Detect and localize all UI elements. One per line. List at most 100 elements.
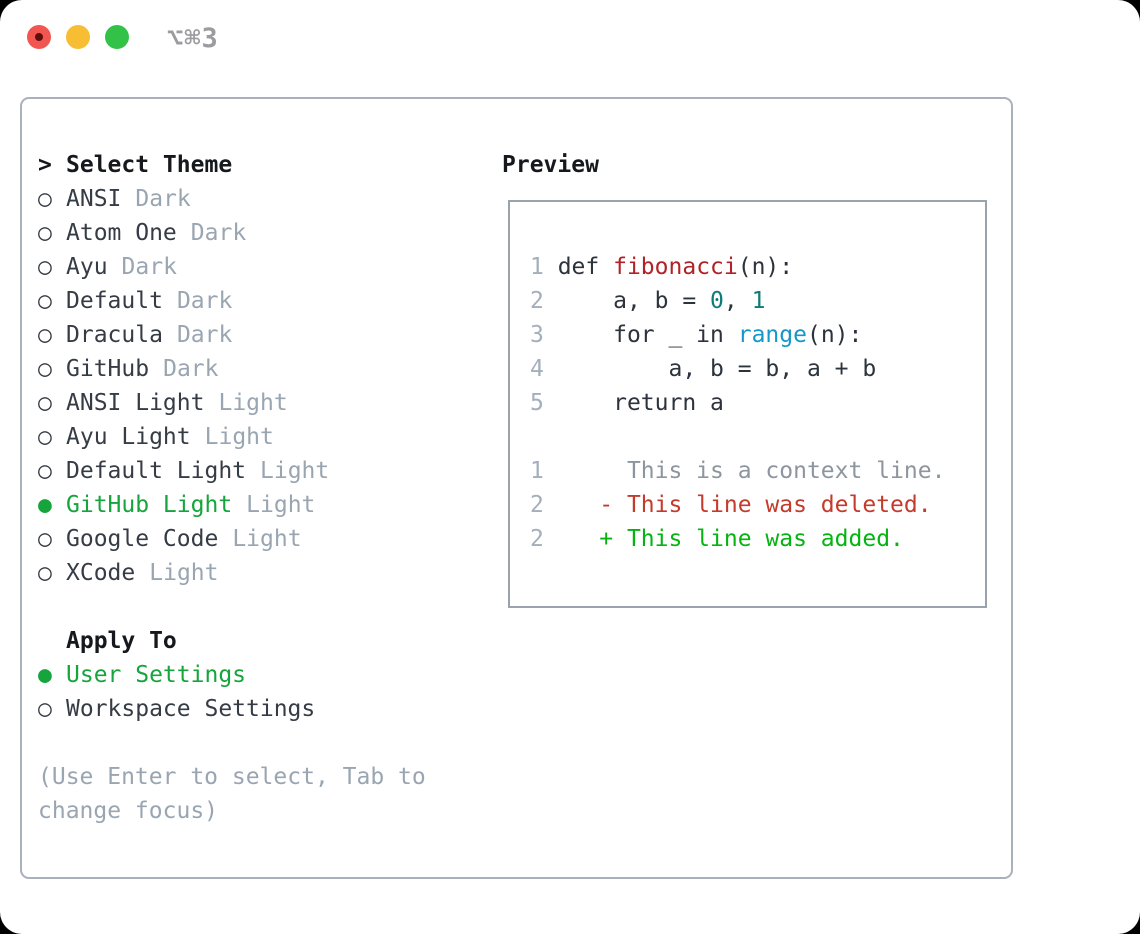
diff-context-text: This is a context line. [543, 458, 946, 484]
cursor-caret-icon: > [38, 152, 52, 178]
diff-context-line: 1 This is a context line. [530, 454, 985, 488]
theme-name: Atom One [66, 220, 177, 246]
radio-icon: ○ [38, 424, 52, 450]
radio-icon: ○ [38, 560, 52, 586]
number-token: 0 [710, 288, 724, 314]
theme-option-github-dark[interactable]: ○ GitHub Dark [38, 352, 502, 386]
theme-name: Dracula [66, 322, 163, 348]
theme-option-ayu-dark[interactable]: ○ Ayu Dark [38, 250, 502, 284]
code-line: 4 a, b = b, a + b [530, 352, 985, 386]
theme-option-dracula-dark[interactable]: ○ Dracula Dark [38, 318, 502, 352]
line-number: 2 [530, 288, 544, 314]
radio-icon: ○ [38, 220, 52, 246]
theme-variant: Light [260, 458, 330, 484]
theme-variant: Dark [163, 356, 219, 382]
radio-icon: ○ [38, 322, 52, 348]
diff-added-text: + This line was added. [543, 526, 904, 552]
line-number: 1 [530, 458, 544, 484]
preview-header: Preview [502, 152, 599, 178]
help-text-line-2: change focus) [38, 798, 219, 824]
theme-variant: Dark [190, 220, 247, 246]
theme-name: GitHub Light [66, 492, 233, 518]
code-line: 2 a, b = 0, 1 [530, 284, 985, 318]
radio-icon: ○ [38, 390, 52, 416]
line-number: 4 [530, 356, 544, 382]
radio-icon: ○ [38, 254, 52, 280]
radio-icon: ○ [38, 288, 52, 314]
code-token: def [543, 254, 614, 280]
theme-variant: Light [204, 424, 274, 450]
theme-option-ansi-dark[interactable]: ○ ANSI Dark [38, 182, 502, 216]
theme-variant: Dark [121, 254, 177, 280]
apply-option-label: Workspace Settings [66, 696, 316, 722]
radio-selected-icon: ● [38, 492, 52, 518]
theme-option-atom-one-dark[interactable]: ○ Atom One Dark [38, 216, 502, 250]
number-token: 1 [751, 288, 766, 314]
spacer [38, 590, 502, 624]
apply-option-user-settings[interactable]: ● User Settings [38, 658, 502, 692]
theme-name: Default [66, 288, 163, 314]
line-number: 2 [530, 492, 544, 518]
theme-option-xcode[interactable]: ○ XCode Light [38, 556, 502, 590]
radio-icon: ○ [38, 356, 52, 382]
radio-selected-icon: ● [38, 662, 52, 688]
theme-name: Ayu Light [66, 424, 191, 450]
theme-option-github-light[interactable]: ● GitHub Light Light [38, 488, 502, 522]
preview-column: Preview 1 def fibonacci(n): 2 a, b = 0, … [502, 148, 1011, 877]
builtin-token: range [737, 322, 807, 348]
code-line: 3 for _ in range(n): [530, 318, 985, 352]
apply-option-label: User Settings [66, 662, 247, 688]
theme-variant: Dark [135, 186, 191, 212]
theme-option-ansi-light[interactable]: ○ ANSI Light Light [38, 386, 502, 420]
help-text-line-1: (Use Enter to select, Tab to [38, 764, 426, 790]
theme-name: ANSI [66, 186, 122, 212]
zoom-button[interactable] [105, 25, 129, 49]
line-number: 2 [530, 526, 544, 552]
close-button[interactable] [27, 25, 51, 49]
theme-option-default-dark[interactable]: ○ Default Dark [38, 284, 502, 318]
theme-variant: Dark [176, 322, 233, 348]
code-token: (n): [737, 254, 794, 280]
blank-code-line [530, 420, 985, 454]
apply-to-header: Apply To [66, 628, 177, 654]
theme-option-default-light[interactable]: ○ Default Light Light [38, 454, 502, 488]
radio-icon: ○ [38, 526, 52, 552]
theme-variant: Light [246, 492, 316, 518]
function-name-token: fibonacci [613, 254, 738, 280]
line-number: 5 [530, 390, 544, 416]
diff-deleted-text: - This line was deleted. [543, 492, 932, 518]
theme-variant: Light [149, 560, 219, 586]
code-line: 5 return a [530, 386, 985, 420]
minimize-button[interactable] [66, 25, 90, 49]
theme-name: Default Light [66, 458, 247, 484]
theme-variant: Dark [176, 288, 233, 314]
code-token: a, b = [543, 288, 711, 314]
theme-name: GitHub [66, 356, 150, 382]
theme-name: Ayu [66, 254, 108, 280]
code-token: for _ in [543, 322, 738, 348]
theme-name: XCode [66, 560, 136, 586]
line-number: 3 [530, 322, 544, 348]
select-theme-label: Select Theme [66, 152, 233, 178]
code-token: , [723, 288, 752, 314]
titlebar: ⌥⌘3 [0, 0, 1140, 75]
theme-name: ANSI Light [66, 390, 205, 416]
radio-icon: ○ [38, 696, 52, 722]
radio-icon: ○ [38, 458, 52, 484]
apply-option-workspace-settings[interactable]: ○ Workspace Settings [38, 692, 502, 726]
window-title: ⌥⌘3 [167, 23, 219, 54]
theme-variant: Light [218, 390, 288, 416]
diff-added-line: 2 + This line was added. [530, 522, 985, 556]
radio-icon: ○ [38, 186, 52, 212]
code-token: a, b = b, a + b [543, 356, 877, 382]
theme-name: Google Code [66, 526, 219, 552]
code-token: return a [543, 390, 724, 416]
diff-deleted-line: 2 - This line was deleted. [530, 488, 985, 522]
code-token: (n): [806, 322, 863, 348]
theme-option-ayu-light[interactable]: ○ Ayu Light Light [38, 420, 502, 454]
